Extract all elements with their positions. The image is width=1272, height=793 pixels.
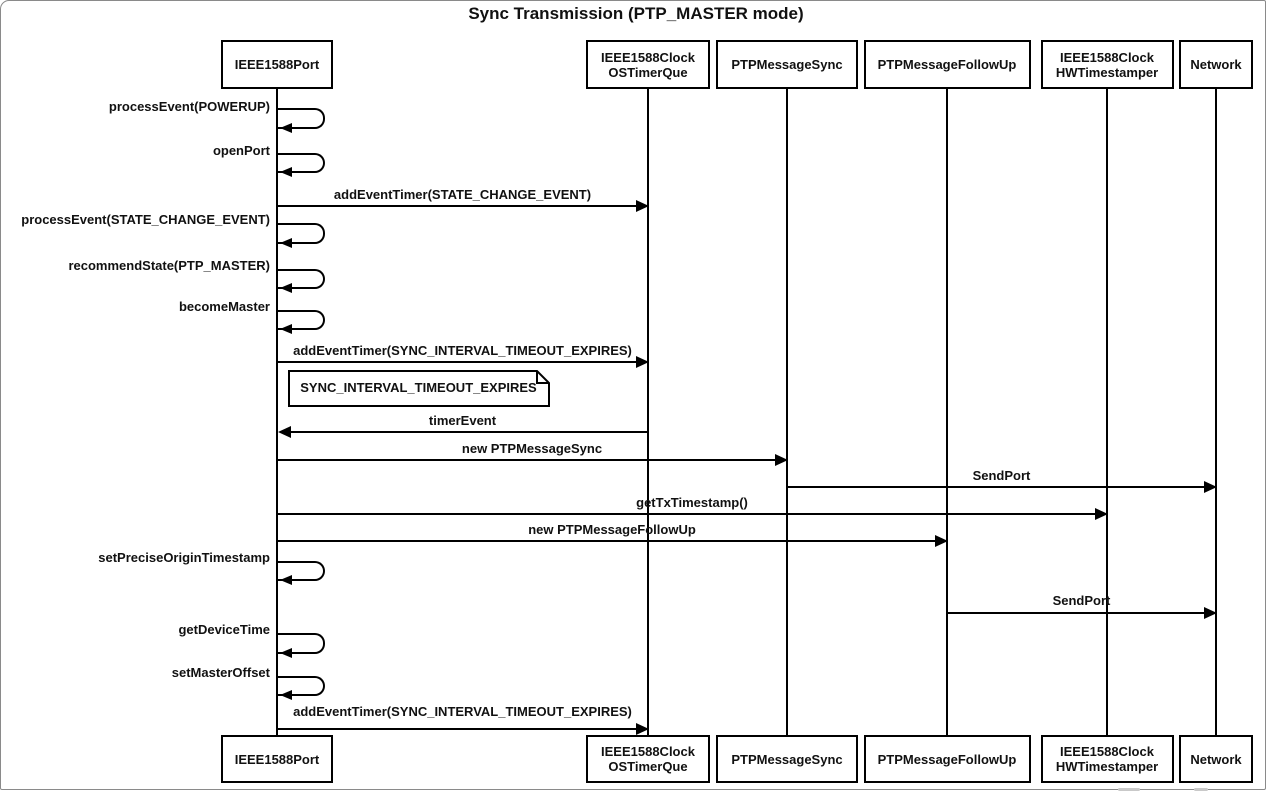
message-line-7 [288,431,649,433]
edge-smudge-1 [1194,788,1208,791]
lifeline-head-port: IEEE1588Port [221,40,333,89]
lifeline-head-hwts: IEEE1588Clock HWTimestamper [1040,40,1174,89]
self-message-arrowhead-14 [280,648,292,658]
lifeline-network [1215,89,1217,735]
message-label-7: timerEvent [428,413,497,428]
message-line-13 [947,612,1206,614]
self-message-label-4: recommendState(PTP_MASTER) [68,258,270,273]
lifeline-followup [946,89,948,735]
note-box [288,370,550,407]
message-label-10: getTxTimestamp() [636,495,748,510]
self-message-loop-4 [278,269,325,289]
lifeline-head-sync: PTPMessageSync [716,40,858,89]
lifeline-foot-port: IEEE1588Port [221,735,333,783]
lifeline-head-followup: PTPMessageFollowUp [863,40,1031,89]
self-message-arrowhead-12 [280,575,292,585]
self-message-label-5: becomeMaster [178,299,270,314]
message-line-2 [277,205,638,207]
message-label-2: addEventTimer(STATE_CHANGE_EVENT) [333,187,592,202]
self-message-label-14: getDeviceTime [178,622,270,637]
message-arrowhead-9 [1204,481,1217,493]
message-arrowhead-10 [1095,508,1108,520]
self-message-loop-14 [278,633,325,654]
lifeline-foot-network: Network [1179,735,1253,783]
message-line-9 [787,486,1206,488]
lifeline-ostimerque [647,89,649,735]
self-message-loop-15 [278,676,325,696]
lifeline-port [276,89,278,735]
message-arrowhead-13 [1204,607,1217,619]
diagram-title: Sync Transmission (PTP_MASTER mode) [468,4,804,23]
message-arrowhead-6 [636,356,649,368]
message-line-8 [277,459,777,461]
lifeline-sync [786,89,788,735]
lifeline-foot-ostimerque: IEEE1588Clock OSTimerQue [586,735,710,783]
self-message-loop-12 [278,561,325,581]
lifeline-head-network: Network [1179,40,1253,89]
self-message-label-3: processEvent(STATE_CHANGE_EVENT) [21,212,270,227]
message-line-6 [277,361,638,363]
self-message-label-15: setMasterOffset [171,665,270,680]
self-message-label-1: openPort [212,143,270,158]
self-message-arrowhead-0 [280,123,292,133]
message-line-11 [277,540,937,542]
self-message-arrowhead-5 [280,324,292,334]
message-line-10 [277,513,1097,515]
message-label-13: SendPort [1052,593,1111,608]
self-message-loop-1 [278,153,325,173]
lifeline-foot-hwts: IEEE1588Clock HWTimestamper [1040,735,1174,783]
self-message-arrowhead-1 [280,167,292,177]
self-message-arrowhead-3 [280,238,292,248]
message-arrowhead-7 [278,426,291,438]
message-label-6: addEventTimer(SYNC_INTERVAL_TIMEOUT_EXPI… [293,343,632,358]
lifeline-hwts [1106,89,1108,735]
lifeline-foot-followup: PTPMessageFollowUp [863,735,1031,783]
message-arrowhead-11 [935,535,948,547]
lifeline-foot-sync: PTPMessageSync [716,735,858,783]
self-message-loop-5 [278,310,325,330]
self-message-loop-0 [278,108,325,129]
message-arrowhead-8 [775,454,788,466]
message-label-11: new PTPMessageFollowUp [528,522,696,537]
message-label-8: new PTPMessageSync [461,441,603,456]
lifeline-head-ostimerque: IEEE1588Clock OSTimerQue [586,40,710,89]
message-label-9: SendPort [972,468,1031,483]
note-text: SYNC_INTERVAL_TIMEOUT_EXPIRES [300,380,537,395]
message-label-16: addEventTimer(SYNC_INTERVAL_TIMEOUT_EXPI… [293,704,632,719]
self-message-label-12: setPreciseOriginTimestamp [98,550,270,565]
self-message-arrowhead-15 [280,690,292,700]
message-arrowhead-16 [636,723,649,735]
self-message-loop-3 [278,223,325,244]
message-arrowhead-2 [636,200,649,212]
self-message-label-0: processEvent(POWERUP) [108,99,270,114]
message-line-16 [277,728,638,730]
self-message-arrowhead-4 [280,283,292,293]
edge-smudge-0 [1118,788,1140,791]
